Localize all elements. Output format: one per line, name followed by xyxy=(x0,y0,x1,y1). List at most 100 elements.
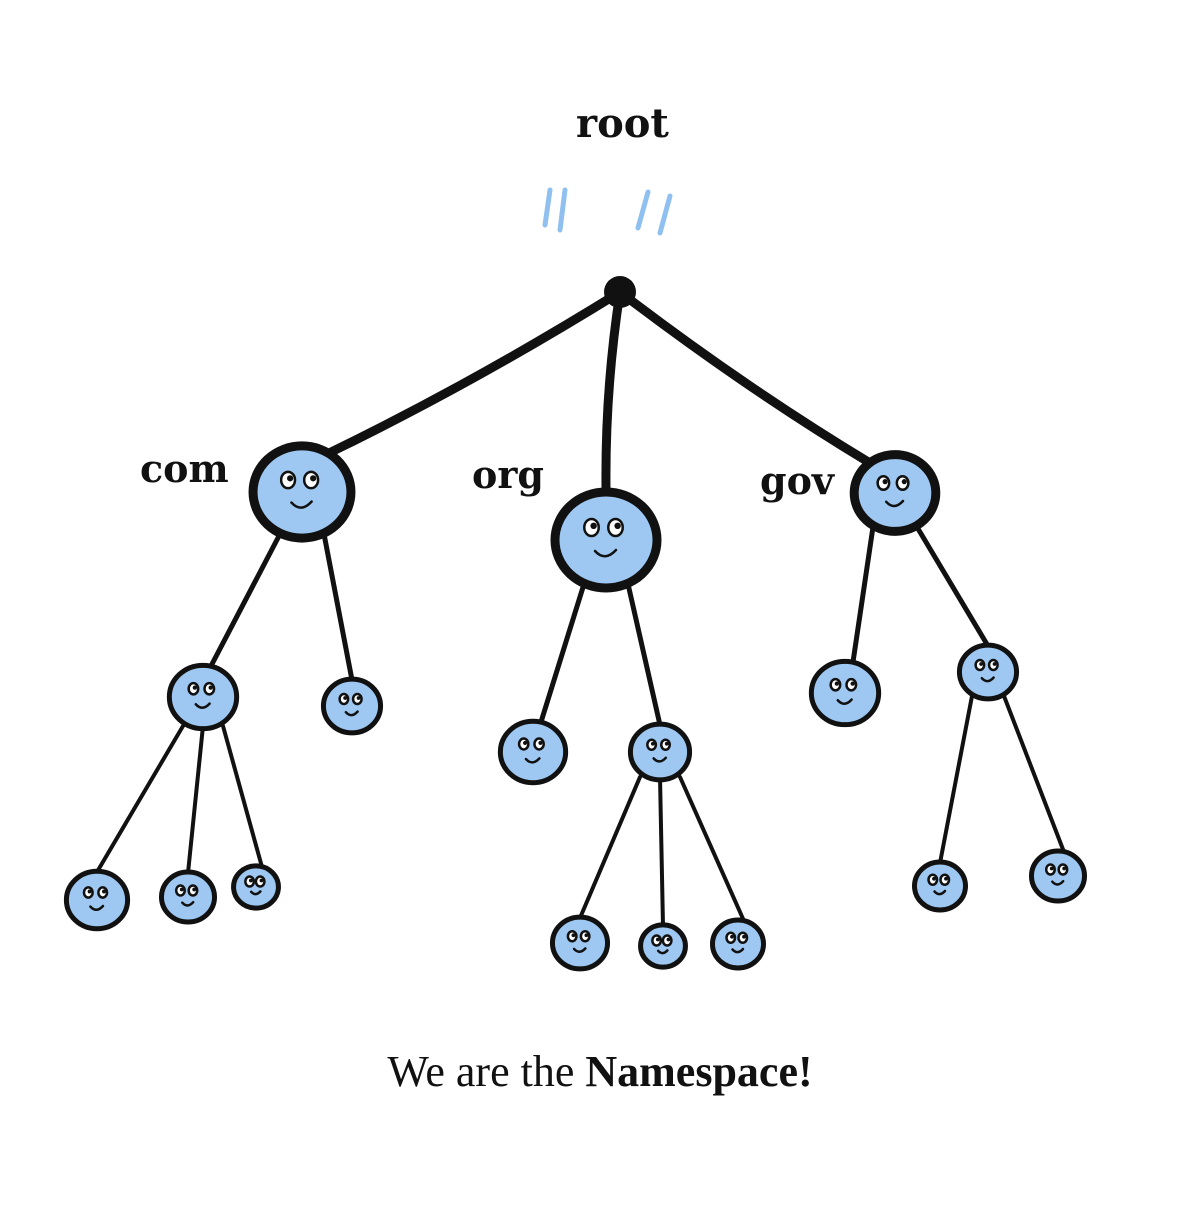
tree-edge xyxy=(658,775,665,928)
pupil xyxy=(666,937,671,942)
second-level-node xyxy=(497,718,569,786)
pupil xyxy=(87,889,92,894)
tree-edge xyxy=(615,287,875,468)
pupil xyxy=(650,741,655,746)
pupil xyxy=(356,696,361,700)
second-level-node xyxy=(166,662,240,732)
tree-edge xyxy=(678,775,746,923)
node-body xyxy=(1028,848,1088,904)
tld-node xyxy=(248,441,356,543)
second-level-node xyxy=(627,721,693,783)
third-level-node xyxy=(158,869,218,925)
smile xyxy=(933,889,947,896)
smile xyxy=(884,499,905,508)
tree-edge xyxy=(321,531,355,683)
tree-edge xyxy=(186,724,205,875)
caption-prefix: We are the xyxy=(387,1047,586,1096)
node-body xyxy=(63,868,131,932)
second-level-node xyxy=(808,658,882,728)
node-body xyxy=(248,441,356,543)
tree-edge xyxy=(938,694,974,865)
tree-edge xyxy=(95,724,185,874)
pupil xyxy=(310,475,317,482)
smile xyxy=(249,890,262,896)
smile xyxy=(656,949,669,955)
pupil xyxy=(834,681,839,686)
root-label: root xyxy=(576,100,669,147)
node-body xyxy=(808,658,882,728)
caption-emphasis: Namespace! xyxy=(585,1047,813,1096)
tld-label-org: org xyxy=(472,452,544,497)
tree-edge xyxy=(322,287,625,459)
node-body xyxy=(550,487,662,593)
tld-node xyxy=(849,450,941,536)
tld-node xyxy=(550,487,662,593)
third-level-node xyxy=(638,922,688,970)
motion-mark xyxy=(557,187,568,233)
pupil xyxy=(730,934,734,939)
pupil xyxy=(882,479,888,485)
third-level-node xyxy=(231,863,281,911)
motion-mark xyxy=(635,189,651,231)
pupil xyxy=(192,685,197,690)
pupil xyxy=(287,475,294,482)
pupil xyxy=(248,878,253,883)
node-body xyxy=(849,450,941,536)
root-node xyxy=(604,276,636,308)
pupil xyxy=(523,740,528,745)
smile xyxy=(194,702,211,709)
pupil xyxy=(538,740,543,745)
pupil xyxy=(944,876,948,881)
third-level-node xyxy=(63,868,131,932)
third-level-node xyxy=(710,917,766,971)
smile xyxy=(836,698,853,705)
smile xyxy=(524,757,541,764)
second-level-node xyxy=(320,676,384,736)
motion-mark xyxy=(657,193,673,236)
pupil xyxy=(992,662,997,666)
pupil xyxy=(590,522,597,530)
second-level-node xyxy=(956,642,1020,702)
node-body xyxy=(320,676,384,736)
smile xyxy=(980,676,995,683)
pupil xyxy=(208,685,213,690)
smile xyxy=(344,710,359,717)
node-body xyxy=(497,718,569,786)
pupil xyxy=(192,887,197,892)
node-body xyxy=(158,869,218,925)
tree-edge xyxy=(914,524,991,649)
motion-mark xyxy=(542,187,553,228)
smile xyxy=(572,947,587,954)
node-body xyxy=(912,859,968,913)
node-body xyxy=(638,922,688,970)
smile xyxy=(731,947,745,954)
tree-edge xyxy=(208,531,283,669)
tree-edge xyxy=(625,581,663,728)
pupil xyxy=(259,878,264,883)
pupil xyxy=(901,479,907,485)
node-body xyxy=(549,914,611,972)
pupil xyxy=(179,887,184,892)
pupil xyxy=(102,889,106,894)
tree-edge xyxy=(578,775,642,920)
node-body xyxy=(231,863,281,911)
caption: We are the Namespace! xyxy=(0,1046,1200,1097)
third-level-node xyxy=(912,859,968,913)
tld-label-gov: gov xyxy=(760,458,834,503)
tree-edges xyxy=(95,287,1066,928)
smile xyxy=(652,756,668,763)
pupil xyxy=(614,522,621,530)
pupil xyxy=(664,741,669,746)
third-level-node xyxy=(549,914,611,972)
node-body xyxy=(956,642,1020,702)
node-body xyxy=(627,721,693,783)
pupil xyxy=(979,662,984,666)
tree-edge xyxy=(538,581,587,725)
pupil xyxy=(1062,866,1067,871)
tree-edge xyxy=(850,524,876,665)
third-level-node xyxy=(1028,848,1088,904)
tree-nodes xyxy=(63,276,1088,972)
tld-label-com: com xyxy=(140,446,229,491)
